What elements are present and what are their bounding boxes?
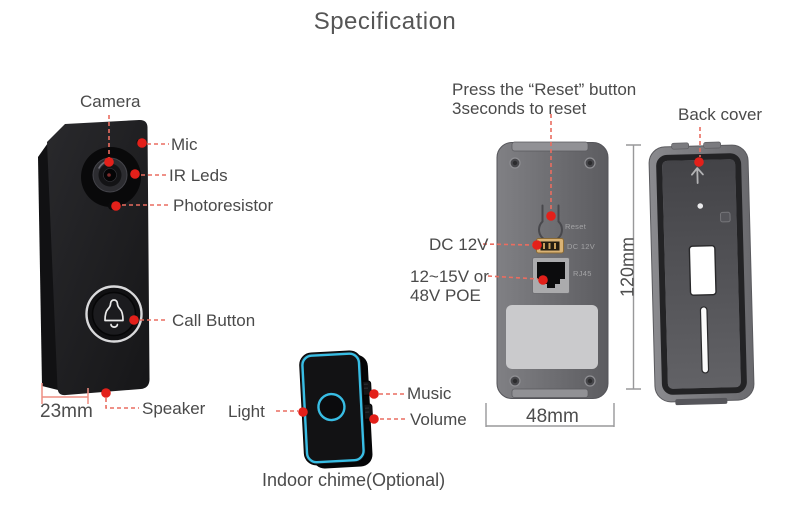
dimension-120mm-line [626,144,641,390]
dimension-48mm-text: 48mm [526,406,579,427]
label-back-cover: Back cover [678,105,763,124]
label-dc-12v: DC 12V [429,235,489,254]
back-screws [509,157,596,387]
chime-button-ridges [363,383,370,413]
doorbell-back-view [496,141,609,399]
cover-top-tab-left [671,142,690,150]
back-bottom-notch [511,388,589,398]
dimension-48mm-bracket [485,403,615,427]
indoor-chime-device [299,350,373,469]
back-cover-device [648,141,755,406]
reset-instruction-note: Press the “Reset” button 3seconds to res… [452,80,636,118]
chime-light-ring [317,392,346,422]
dimension-23mm-bracket [41,383,89,404]
leader-lines [105,114,701,420]
engraving-dc-12v: DC 12V [567,242,596,251]
label-light: Light [228,402,265,421]
reset-note-line2: 3seconds to reset [452,99,587,118]
cover-slot [699,306,710,374]
bell-icon [104,299,124,328]
call-button-face [91,291,137,337]
reset-note-line1: Press the “Reset” button [452,80,637,99]
dimension-23mm-text: 23mm [40,401,93,422]
engraving-rj45: RJ45 [573,269,592,278]
dimension-120mm-text: 120mm [617,236,638,298]
cover-cable-cutout [688,245,717,296]
marker-dots [101,138,704,424]
camera-lens-glint [107,173,111,177]
cover-bottom-notch [675,397,728,406]
indoor-chime-caption: Indoor chime(Optional) [262,470,446,490]
cover-screw-hole [697,203,704,209]
page-title: Specification [313,8,457,35]
poe-line2: 48V POE [410,286,481,305]
cover-clip-square [719,211,731,223]
label-mic: Mic [171,135,198,154]
doorbell-side-edge [38,140,58,390]
label-volume: Volume [410,410,467,429]
engraving-reset: Reset [565,222,587,231]
doorbell-front-view [38,119,150,396]
label-music: Music [407,384,452,403]
up-arrow-icon [691,167,704,184]
back-top-notch [511,141,589,152]
label-poe: 12~15V or 48V POE [410,267,489,305]
cover-inner-frame [656,153,747,395]
rj45-port [532,257,570,294]
poe-line1: 12~15V or [410,267,489,286]
label-camera: Camera [80,92,141,111]
label-call-button: Call Button [172,311,256,330]
label-photoresistor: Photoresistor [173,196,274,215]
cover-top-tab-right [703,141,722,149]
label-speaker: Speaker [142,399,206,418]
label-ir-leds: IR Leds [169,166,228,185]
back-sticker-area [506,305,598,369]
